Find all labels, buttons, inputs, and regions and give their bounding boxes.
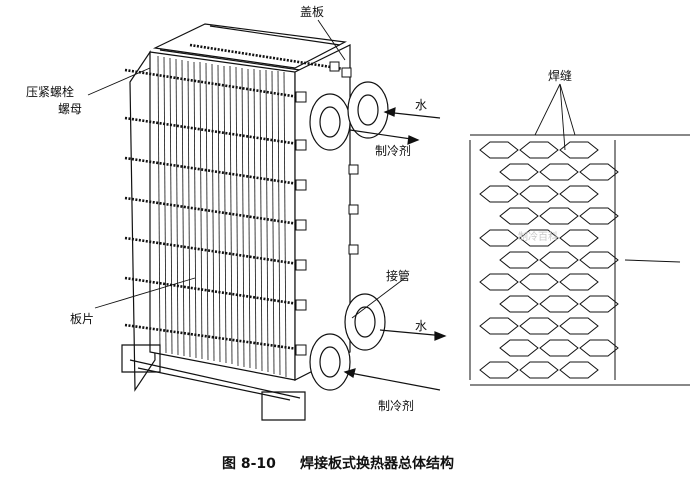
- nozzle-flanges: [309, 81, 389, 391]
- label-cover-plate: 盖板: [300, 5, 324, 19]
- watermark: 制冷百科: [518, 230, 558, 243]
- tie-bolts: [124, 43, 351, 352]
- caption-title: 焊接板式换热器总体结构: [300, 455, 454, 472]
- label-nut: 螺母: [58, 102, 82, 116]
- label-water-bottom: 水: [415, 319, 427, 333]
- label-water-top: 水: [415, 98, 427, 112]
- label-bolt: 压紧螺栓: [26, 84, 74, 99]
- nuts: [295, 61, 359, 356]
- caption-number: 图 8-10: [222, 456, 276, 472]
- label-nozzle: 接管: [386, 268, 410, 283]
- label-weld-seam: 焊缝: [548, 68, 572, 83]
- label-plate: 板片: [70, 312, 94, 326]
- label-refrigerant-top: 制冷剂: [375, 143, 411, 158]
- flow-arrows: [343, 107, 447, 391]
- plate-edges: [157, 55, 287, 378]
- leader-lines: [87, 19, 576, 319]
- label-refrigerant-bottom: 制冷剂: [378, 398, 414, 413]
- weld-section-detail: [469, 134, 690, 386]
